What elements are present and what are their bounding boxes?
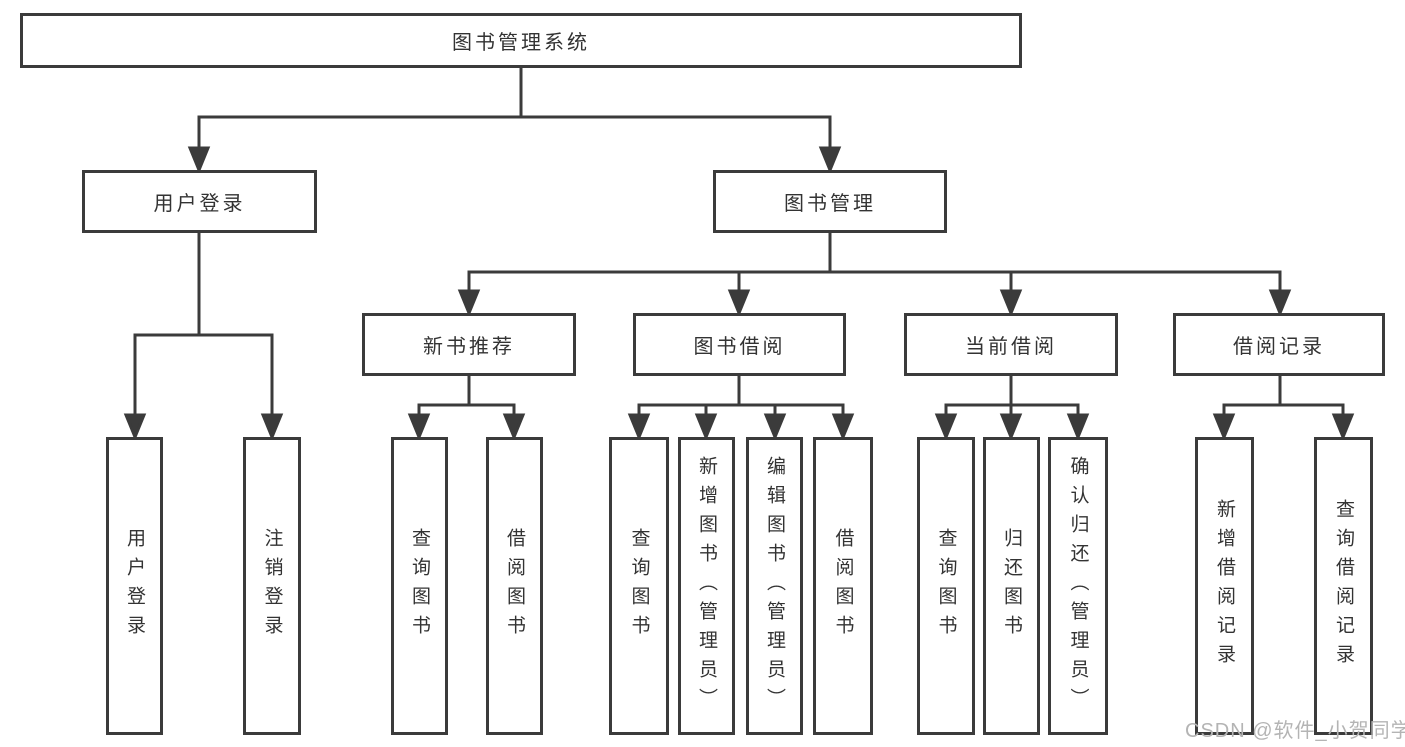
branch-box-user-login: 用户登录 bbox=[82, 170, 317, 233]
leaf-box-query-books-current: 查询图书 bbox=[917, 437, 975, 735]
leaf-box-borrow-books-recommend: 借阅图书 bbox=[486, 437, 543, 735]
leaf-label: 新增图书（管理员） bbox=[696, 455, 717, 717]
leaf-box-query-books-borrowing: 查询图书 bbox=[609, 437, 669, 735]
leaf-box-logout: 注销登录 bbox=[243, 437, 301, 735]
group-box-new-book-recommend: 新书推荐 bbox=[362, 313, 576, 376]
leaf-box-confirm-return-admin: 确认归还（管理员） bbox=[1048, 437, 1108, 735]
leaf-label: 借阅图书 bbox=[504, 528, 525, 644]
branch-label: 图书管理 bbox=[784, 193, 876, 215]
branch-label: 用户登录 bbox=[153, 193, 246, 215]
group-label: 借阅记录 bbox=[1233, 336, 1325, 358]
branch-box-book-management: 图书管理 bbox=[713, 170, 947, 233]
leaf-label: 新增借阅记录 bbox=[1214, 499, 1235, 673]
leaf-box-query-books-recommend: 查询图书 bbox=[391, 437, 448, 735]
leaf-box-edit-book-admin: 编辑图书（管理员） bbox=[746, 437, 803, 735]
leaf-label: 用户登录 bbox=[124, 528, 145, 644]
group-box-book-borrowing: 图书借阅 bbox=[633, 313, 846, 376]
root-label: 图书管理系统 bbox=[452, 32, 590, 54]
leaf-label: 查询图书 bbox=[628, 528, 650, 644]
group-box-borrow-records: 借阅记录 bbox=[1173, 313, 1385, 376]
group-label: 当前借阅 bbox=[965, 336, 1057, 358]
leaf-box-add-book-admin: 新增图书（管理员） bbox=[678, 437, 735, 735]
leaf-label: 查询借阅记录 bbox=[1333, 499, 1354, 673]
leaf-label: 确认归还（管理员） bbox=[1067, 455, 1089, 717]
group-label: 图书借阅 bbox=[693, 336, 786, 358]
leaf-box-borrow-books-borrowing: 借阅图书 bbox=[813, 437, 873, 735]
leaf-label: 查询图书 bbox=[409, 528, 430, 644]
leaf-label: 注销登录 bbox=[261, 528, 283, 644]
group-label: 新书推荐 bbox=[423, 336, 515, 358]
csdn-watermark: CSDN @软件_小贺同学 bbox=[1185, 720, 1405, 742]
leaf-label: 归还图书 bbox=[1001, 528, 1022, 644]
group-box-current-borrowing: 当前借阅 bbox=[904, 313, 1118, 376]
leaf-box-return-book: 归还图书 bbox=[983, 437, 1040, 735]
leaf-label: 编辑图书（管理员） bbox=[764, 455, 785, 717]
leaf-label: 查询图书 bbox=[935, 528, 957, 644]
leaf-box-query-borrow-record: 查询借阅记录 bbox=[1314, 437, 1373, 735]
root-box-library-system: 图书管理系统 bbox=[20, 13, 1022, 68]
leaf-label: 借阅图书 bbox=[832, 528, 854, 644]
leaf-box-add-borrow-record: 新增借阅记录 bbox=[1195, 437, 1254, 735]
leaf-box-user-login: 用户登录 bbox=[106, 437, 163, 735]
